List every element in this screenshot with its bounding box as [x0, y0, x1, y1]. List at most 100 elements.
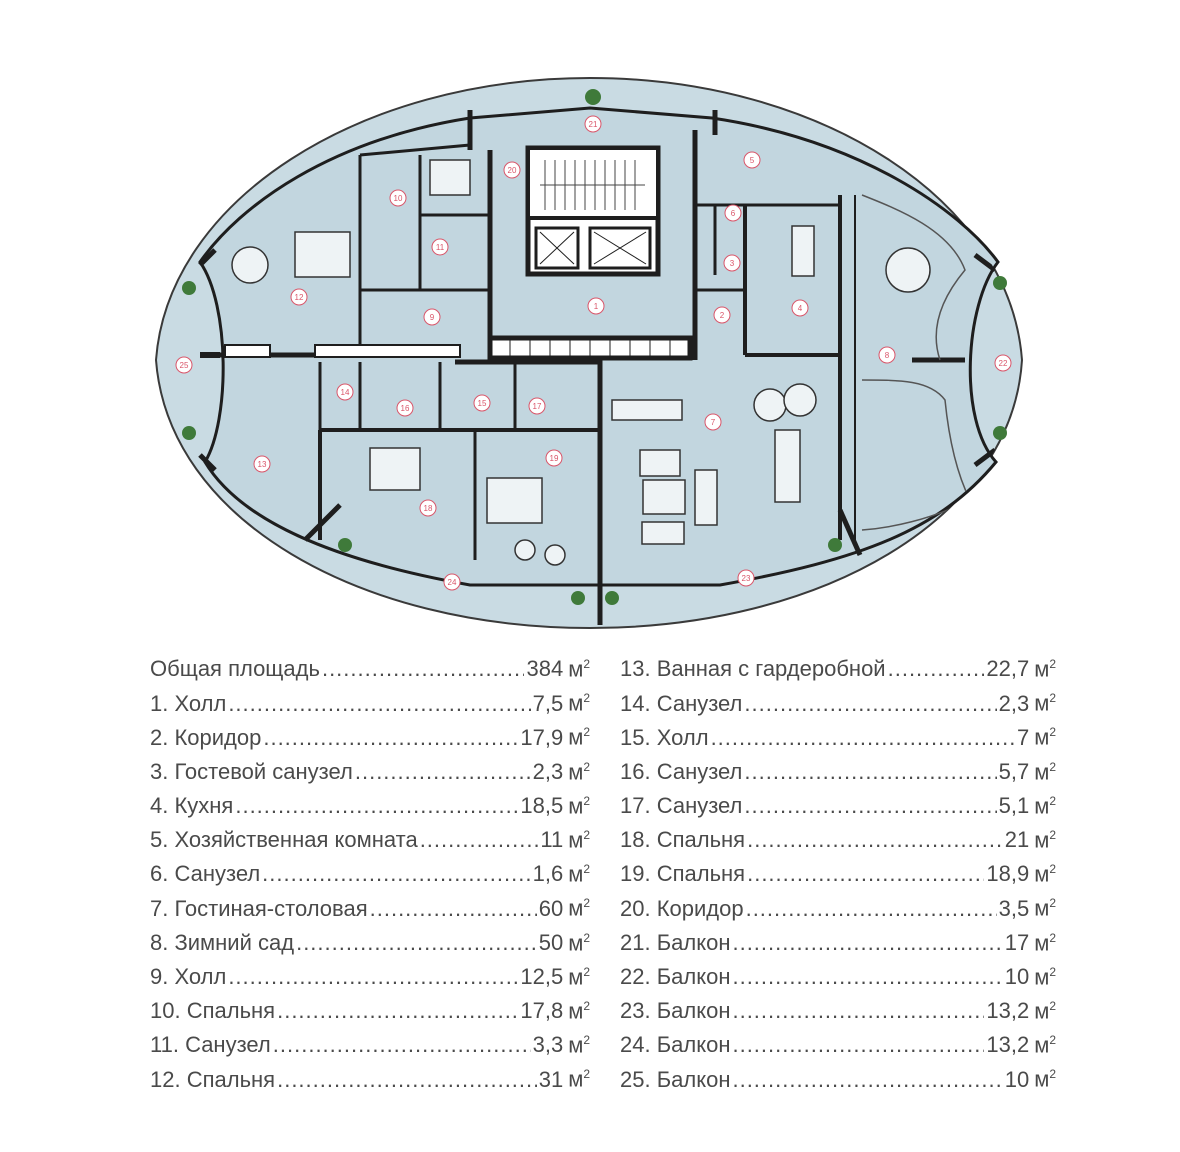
legend-row: 25. Балкон10м2: [620, 1057, 1056, 1092]
area-unit: м2: [568, 861, 590, 887]
room-name: 10. Спальня: [150, 998, 276, 1024]
interior-walls: [198, 110, 997, 625]
legend-row: 4. Кухня18,5м2: [150, 784, 590, 818]
room-marker-label: 7: [711, 418, 716, 427]
room-marker-5: 5: [743, 151, 761, 169]
room-marker-20: 20: [503, 161, 521, 179]
room-area: 3,3: [532, 1032, 564, 1058]
unit-power: 2: [583, 725, 590, 740]
unit-power: 2: [583, 998, 590, 1013]
legend-row: 7. Гостиная-столовая60м2: [150, 886, 590, 921]
leader-dots: [273, 1028, 531, 1062]
unit-power: 2: [1049, 1067, 1056, 1082]
room-area: 18,5: [520, 793, 564, 819]
leader-dots: [370, 892, 537, 926]
room-name: 15. Холл: [620, 724, 709, 750]
area-unit: м2: [1034, 656, 1056, 682]
area-unit: м2: [568, 895, 590, 921]
room-marker-label: 21: [589, 120, 598, 129]
area-unit: м2: [568, 758, 590, 784]
leader-dots: [711, 721, 1015, 755]
leader-dots: [263, 721, 518, 755]
room-marker-2: 2: [713, 306, 731, 324]
room-marker-3: 3: [723, 254, 741, 272]
room-marker-label: 19: [550, 454, 559, 463]
room-marker-23: 23: [737, 569, 755, 587]
unit-power: 2: [583, 1033, 590, 1048]
legend-row: 17. Санузел5,1м2: [620, 784, 1056, 818]
unit-power: 2: [583, 1067, 590, 1082]
room-name: 1. Холл: [150, 690, 227, 716]
room-marker-label: 13: [258, 460, 267, 469]
leader-dots: [888, 652, 985, 686]
room-name: 16. Санузел: [620, 758, 743, 784]
area-unit: м2: [1034, 793, 1056, 819]
unit-power: 2: [1049, 725, 1056, 740]
room-marker-24: 24: [443, 573, 461, 591]
legend-row: 2. Коридор17,9м2: [150, 715, 590, 750]
room-name: 3. Гостевой санузел: [150, 758, 353, 784]
unit-power: 2: [583, 930, 590, 945]
room-name: 21. Балкон: [620, 929, 731, 955]
room-marker-label: 24: [448, 578, 457, 587]
leader-dots: [262, 857, 530, 891]
room-marker-label: 6: [731, 209, 736, 218]
room-marker-10: 10: [389, 189, 407, 207]
room-name: 4. Кухня: [150, 793, 234, 819]
room-name: 8. Зимний сад: [150, 929, 295, 955]
room-marker-label: 8: [885, 351, 890, 360]
room-marker-17: 17: [528, 397, 546, 415]
room-name: 5. Хозяйственная комната: [150, 827, 418, 853]
legend-row: 15. Холл7м2: [620, 715, 1056, 750]
room-area: 22,7: [986, 656, 1030, 682]
room-marker-19: 19: [545, 449, 563, 467]
unit-power: 2: [583, 657, 590, 671]
area-unit: м2: [1034, 895, 1056, 921]
room-area: 10: [1004, 964, 1030, 990]
leader-dots: [277, 994, 518, 1028]
room-name: 12. Спальня: [150, 1066, 276, 1092]
leader-dots: [732, 1063, 1002, 1097]
area-unit: м2: [1034, 690, 1056, 716]
unit-power: 2: [583, 759, 590, 774]
legend-row: 16. Санузел 5,7м2: [620, 750, 1056, 784]
unit-power: 2: [583, 827, 590, 842]
room-marker-8: 8: [878, 346, 896, 364]
leader-dots: [746, 892, 997, 926]
leader-dots: [235, 789, 518, 823]
room-marker-14: 14: [336, 383, 354, 401]
legend-row: 21. Балкон17м2: [620, 921, 1056, 955]
leader-dots: [732, 1028, 984, 1062]
unit-power: 2: [583, 793, 590, 808]
floor-plan: 1234567891011121314151617181920212223242…: [154, 76, 1024, 630]
room-marker-22: 22: [994, 354, 1012, 372]
room-marker-label: 11: [436, 243, 445, 252]
area-unit: м2: [568, 656, 590, 682]
room-name: 19. Спальня: [620, 861, 746, 887]
legend-row: 9. Холл12,5м2: [150, 955, 590, 989]
room-marker-label: 16: [401, 404, 410, 413]
unit-power: 2: [1049, 930, 1056, 945]
room-marker-21: 21: [584, 115, 602, 133]
area-unit: м2: [568, 690, 590, 716]
legend-row: 14. Санузел2,3м2: [620, 681, 1056, 716]
leader-dots: [228, 687, 530, 721]
room-marker-label: 22: [999, 359, 1008, 368]
room-marker-label: 1: [594, 302, 599, 311]
legend-row: 11. Санузел3,3м2: [150, 1023, 590, 1057]
room-area: 3,5: [998, 895, 1030, 921]
area-unit: м2: [1034, 929, 1056, 955]
area-unit: м2: [1034, 758, 1056, 784]
leader-dots: [355, 755, 531, 789]
room-area: 60: [538, 895, 564, 921]
unit-power: 2: [1049, 657, 1056, 671]
legend-row: Общая площадь384м2: [150, 647, 590, 681]
room-marker-25: 25: [175, 356, 193, 374]
room-name: 11. Санузел: [150, 1032, 271, 1058]
room-marker-1: 1: [587, 297, 605, 315]
room-marker-label: 10: [394, 194, 403, 203]
room-area: 5,7: [998, 758, 1030, 784]
room-marker-label: 9: [430, 313, 435, 322]
